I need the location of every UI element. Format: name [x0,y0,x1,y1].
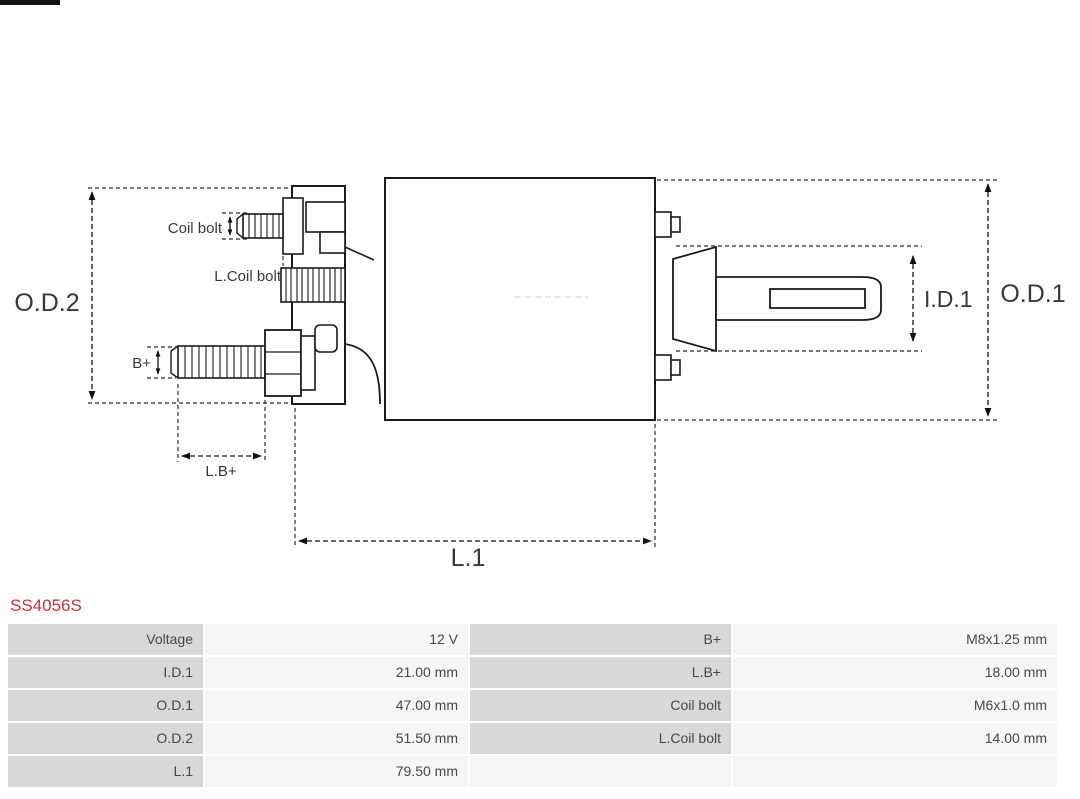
spec-value-empty [733,756,1057,787]
spec-label: Voltage [8,624,203,655]
solenoid-dimension-diagram: O.D.2 O.D.1 I.D.1 Coil bolt L.Coil bolt … [14,177,1066,572]
dim-label-l-coil-bolt: L.Coil bolt [214,268,282,285]
dim-label-od2: O.D.2 [14,289,79,317]
spec-value: 79.50 mm [205,756,468,787]
spec-label: L.1 [8,756,203,787]
spec-value: 51.50 mm [205,723,468,754]
spec-label: O.D.2 [8,723,203,754]
thread-hatching [184,214,342,378]
spec-value: 12 V [205,624,468,655]
dim-label-l-b-plus: L.B+ [205,463,237,480]
product-code: SS4056S [10,596,82,615]
spec-value: 18.00 mm [733,657,1057,688]
spec-label: B+ [470,624,731,655]
dim-label-od1: O.D.1 [1000,280,1065,308]
spec-label: L.Coil bolt [470,723,731,754]
spec-label: L.B+ [470,657,731,688]
dimension-arrow-lines [88,183,992,545]
dimension-labels: O.D.2 O.D.1 I.D.1 Coil bolt L.Coil bolt … [14,220,1065,572]
spec-label-empty [470,756,731,787]
spec-value: 14.00 mm [733,723,1057,754]
dimension-extension-lines [88,179,997,548]
spec-label: O.D.1 [8,690,203,721]
spec-value: M6x1.0 mm [733,690,1057,721]
solenoid-outline [170,177,882,421]
spec-value: 47.00 mm [205,690,468,721]
spec-label: I.D.1 [8,657,203,688]
spec-value: M8x1.25 mm [733,624,1057,655]
spec-value: 21.00 mm [205,657,468,688]
spec-label: Coil bolt [470,690,731,721]
dim-label-b-plus: B+ [132,355,151,372]
dim-label-coil-bolt: Coil bolt [168,220,223,237]
dim-label-id1: I.D.1 [924,286,973,312]
spec-table: Voltage 12 V B+ M8x1.25 mm I.D.1 21.00 m… [8,624,1057,787]
dim-label-l1: L.1 [451,544,486,572]
corner-mark [0,0,60,5]
